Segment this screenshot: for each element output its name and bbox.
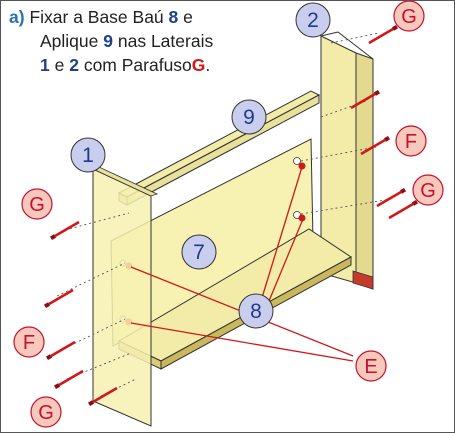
part-label-8-text: 8 (250, 300, 262, 323)
hardware-label-f-right: F (395, 125, 427, 157)
hardware-label-f-left-text: F (23, 332, 35, 354)
hardware-label-e-text: E (364, 356, 377, 378)
caption-part-1: 1 (40, 55, 50, 75)
part-label-9-text: 9 (243, 106, 255, 129)
caption-line3-mid: e (54, 55, 65, 75)
right-side-panel (320, 31, 374, 290)
part-label-8: 8 (238, 293, 274, 329)
hardware-label-g-bottom-text: G (38, 402, 54, 424)
left-side-panel (91, 166, 159, 427)
hardware-label-g-top-text: G (401, 6, 417, 28)
hardware-label-e: E (355, 350, 387, 382)
hardware-label-g-right-text: G (420, 180, 436, 202)
hardware-label-g-bottom: G (30, 396, 62, 428)
caption-line2-text: Aplique (40, 31, 99, 51)
hardware-label-g-right: G (412, 174, 444, 206)
caption-line2-end: nas Laterais (117, 31, 214, 51)
caption-line1-text: Fixar a Base Baú (29, 7, 164, 27)
caption-line1-end: e (183, 7, 193, 27)
hardware-label-g-top: G (393, 1, 425, 32)
part-label-1: 1 (70, 137, 106, 173)
hardware-label-g-left: G (21, 188, 53, 220)
part-label-7: 7 (181, 234, 217, 270)
instruction-caption: a) Fixar a Base Baú 8 e Aplique 9 nas La… (9, 5, 279, 77)
hardware-label-g-left-text: G (29, 194, 45, 216)
caption-screw-g: G (191, 55, 206, 75)
caption-part-8: 8 (168, 7, 179, 27)
caption-part-9: 9 (103, 31, 113, 51)
caption-line3-text: com Parafuso (83, 55, 192, 75)
part-label-9: 9 (231, 99, 267, 135)
step-marker: a) (9, 7, 25, 27)
part-label-2-text: 2 (307, 9, 319, 32)
hardware-label-f-left: F (13, 326, 45, 358)
part-label-7-text: 7 (193, 241, 205, 264)
part-label-2: 2 (295, 2, 331, 38)
hardware-label-f-right-text: F (405, 131, 417, 153)
caption-line3-end: . (205, 55, 211, 75)
caption-part-2: 2 (69, 55, 79, 75)
part-label-1-text: 1 (82, 144, 94, 167)
